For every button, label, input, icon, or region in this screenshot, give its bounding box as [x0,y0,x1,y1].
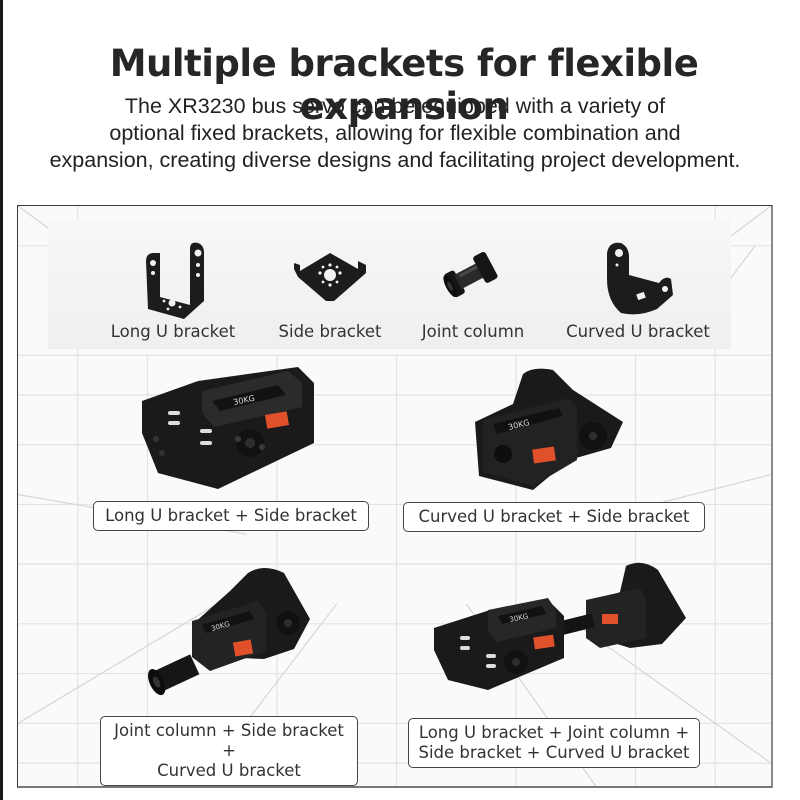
part-long-u-bracket: Long U bracket [93,219,253,349]
combination-label: Joint column + Side bracket + Curved U b… [100,716,358,786]
long-u-bracket-icon [146,242,204,319]
svg-text:30KG: 30KG [509,612,529,624]
combination-label: Long U bracket + Side bracket [93,501,369,531]
curved-u-bracket-icon [607,242,673,315]
combination-label: Curved U bracket + Side bracket [403,502,705,532]
svg-text:30KG: 30KG [233,394,256,407]
combination-label-line: Curved U bracket + Side bracket [418,507,690,526]
part-joint-column: Joint column [393,219,553,349]
subtitle-line: expansion, creating diverse designs and … [49,148,741,172]
part-label: Curved U bracket [566,322,710,341]
combination-label: Long U bracket + Joint column + Side bra… [408,718,700,768]
product-showcase-frame: Long U bracket Side bracket [17,205,773,788]
servo-assembly-image: 30KG [142,367,314,489]
part-label: Side bracket [278,322,382,341]
combination-label-line: Curved U bracket [157,761,301,780]
combination-label-line: Side bracket + Curved U bracket [418,743,690,762]
combination-label-line: Joint column + Side bracket + [114,721,344,760]
bracket-types-panel: Long U bracket Side bracket [48,219,731,349]
part-label: Long U bracket [110,322,236,341]
combination-label-line: Long U bracket + Side bracket [105,506,357,525]
part-label: Joint column [421,322,525,341]
page-title: Multiple brackets for flexible expansion [109,42,699,128]
subtitle-line: optional fixed brackets, allowing for fl… [109,121,681,145]
servo-assembly-image: 30KG [147,568,310,696]
servo-assembly-image: 30KG [475,368,623,490]
servo-assembly-image: 30KG [434,562,686,690]
left-edge-rule [0,0,3,800]
subtitle-line: The XR3230 bus servo can be equipped wit… [124,94,666,118]
combination-label-line: Long U bracket + Joint column + [418,723,690,742]
part-curved-u-bracket: Curved U bracket [558,219,718,349]
part-side-bracket: Side bracket [250,219,410,349]
page-subtitle: The XR3230 bus servo can be equipped wit… [0,93,790,174]
side-bracket-icon [294,253,366,301]
joint-column-icon [443,251,498,298]
